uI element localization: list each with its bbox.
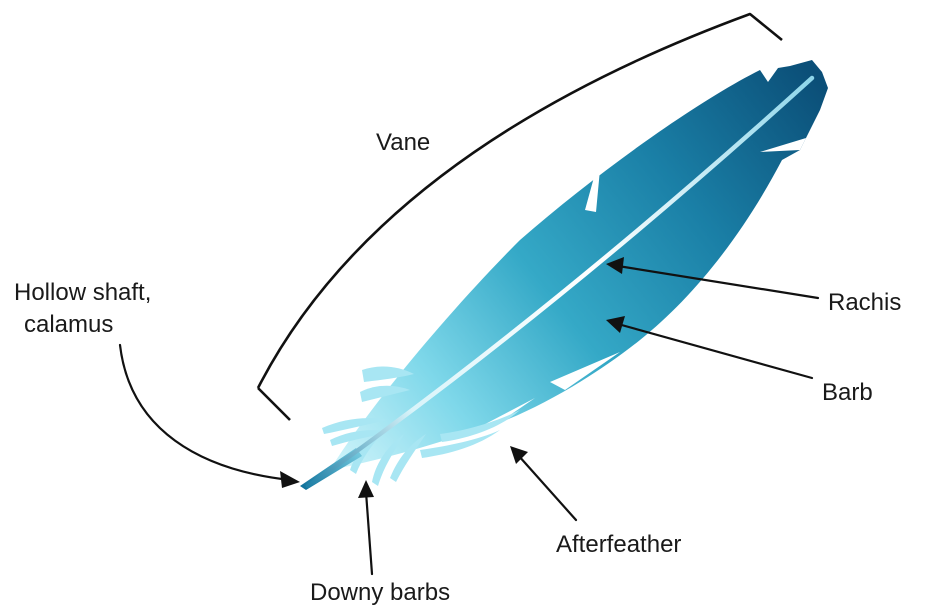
- rachis-label: Rachis: [828, 289, 901, 316]
- downy-barbs-label: Downy barbs: [310, 579, 450, 606]
- afterfeather-pointer: [518, 455, 576, 520]
- afterfeather-label: Afterfeather: [556, 531, 681, 558]
- downy-barbs-arrowhead: [358, 480, 374, 498]
- downy-barbs-pointer: [366, 492, 372, 574]
- hollow-shaft-arrowhead: [280, 471, 300, 488]
- hollow-shaft-label-line1: Hollow shaft,: [14, 279, 151, 306]
- hollow-shaft-label-line2: calamus: [24, 311, 113, 338]
- hollow-shaft-pointer: [120, 345, 290, 480]
- barb-pointer: [618, 324, 812, 378]
- feather-vane: [330, 60, 828, 470]
- afterfeather-arrowhead: [510, 446, 528, 464]
- vane-label: Vane: [376, 129, 430, 156]
- barb-label: Barb: [822, 379, 873, 406]
